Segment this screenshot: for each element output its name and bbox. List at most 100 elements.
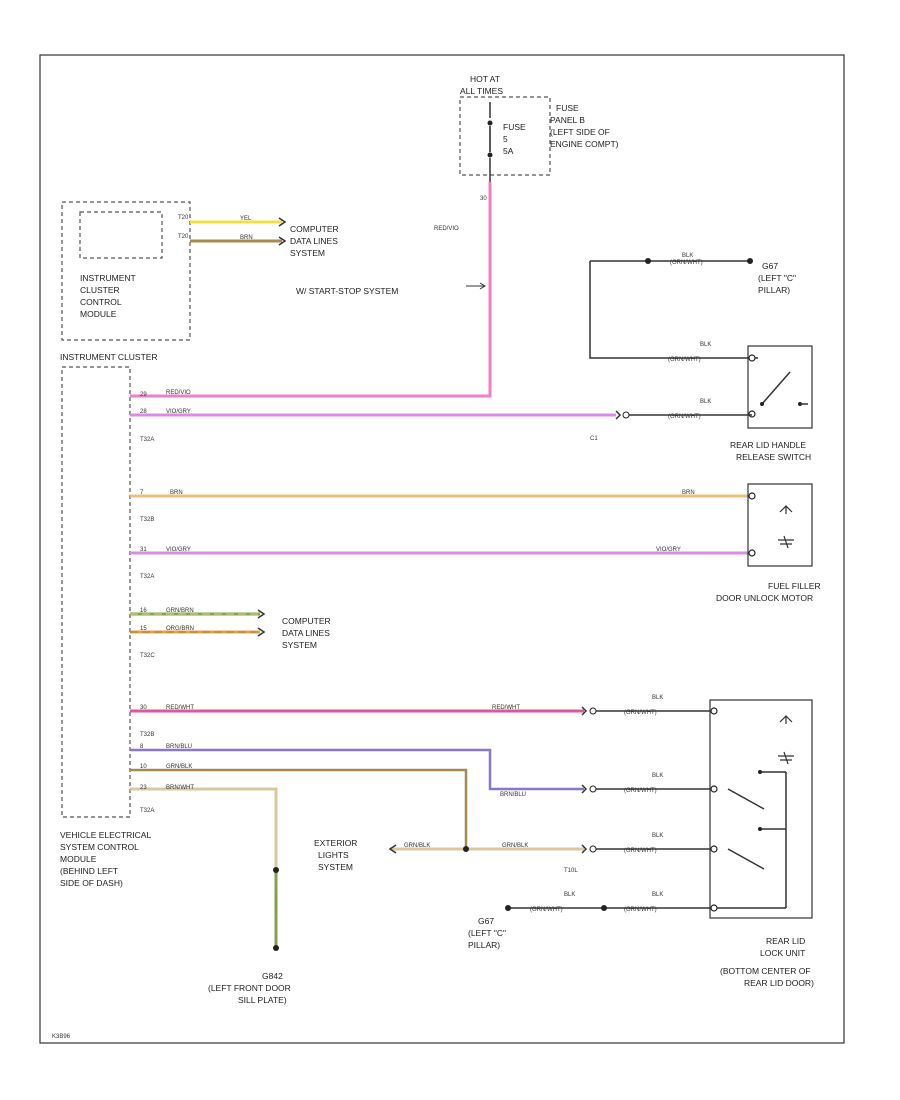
pin-p8: 8 bbox=[140, 744, 144, 750]
ground-g67-b-2: (LEFT "C" bbox=[468, 928, 506, 938]
wire-label-blk-3: BLK bbox=[700, 399, 711, 405]
wire-label-blk-2: BLK bbox=[700, 342, 711, 348]
wire-label-blk-7: BLK bbox=[564, 892, 575, 898]
pin-p7: 30 bbox=[140, 705, 147, 711]
wire-label-brn-blu-1: BRN/BLU bbox=[166, 744, 192, 750]
cluster-pin-2: T20 bbox=[178, 234, 189, 240]
ground-g67-a-2: (LEFT "C" bbox=[758, 273, 796, 283]
wire-label-cluster-brn: BRN bbox=[240, 235, 253, 241]
connector-t32a-1: T32A bbox=[140, 437, 154, 443]
pin-p2: 28 bbox=[140, 409, 147, 415]
cluster-control-module-1: INSTRUMENT bbox=[80, 273, 136, 283]
wire-label-grn-blk-2: GRN/BLK bbox=[404, 843, 430, 849]
fuse-terminal: 30 bbox=[480, 196, 487, 202]
wire-label-grn-blk-3: GRN/BLK bbox=[502, 843, 528, 849]
wire-label-blk-8: BLK bbox=[652, 892, 663, 898]
computer-data-lines-3: SYSTEM bbox=[290, 248, 325, 258]
wire-label-blk-code-4: (GRN/WHT) bbox=[624, 710, 657, 716]
computer-data-lines-1: COMPUTER bbox=[290, 224, 339, 234]
wire-label-brn-wht: BRN/WHT bbox=[166, 785, 194, 791]
fuse-name-3: 5A bbox=[503, 146, 514, 156]
wire-label-brn-2: BRN bbox=[682, 490, 695, 496]
pin-p9: 10 bbox=[140, 764, 147, 770]
wire-label-blk-code-6: (GRN/WHT) bbox=[624, 848, 657, 854]
pin-p1: 29 bbox=[140, 392, 147, 398]
wire-label-blk-code-1: (GRN/WHT) bbox=[670, 260, 703, 266]
fuse-name-1: FUSE bbox=[503, 122, 526, 132]
vescm-label-2: SYSTEM CONTROL bbox=[60, 842, 139, 852]
wire-brn-blu bbox=[130, 748, 584, 791]
vescm-label-1: VEHICLE ELECTRICAL bbox=[60, 830, 151, 840]
wire-label-grn-brn: GRN/BRN bbox=[166, 608, 194, 614]
fuse-panel-box bbox=[459, 96, 551, 176]
vescm-box bbox=[61, 366, 131, 818]
fuel-filler-label-2: DOOR UNLOCK MOTOR bbox=[716, 593, 813, 603]
ground-g42-1: G842 bbox=[262, 971, 283, 981]
wire-label-blk-code-7: (GRN/WHT) bbox=[530, 907, 563, 913]
computer-data-lines-b-3: SYSTEM bbox=[282, 640, 317, 650]
connector-t32a-3: T32A bbox=[140, 808, 154, 814]
wire-label-c1: C1 bbox=[590, 436, 598, 442]
wire-label-org-brn: ORG/BRN bbox=[166, 626, 194, 632]
ground-g42-3: SILL PLATE) bbox=[238, 995, 287, 1005]
vescm-label-3: MODULE bbox=[60, 854, 97, 864]
instrument-cluster-title: INSTRUMENT CLUSTER bbox=[60, 352, 158, 362]
exterior-lights-label-2: LIGHTS bbox=[318, 850, 349, 860]
ground-g67-b-3: PILLAR) bbox=[468, 940, 500, 950]
wire-grn-blk bbox=[130, 768, 468, 849]
wire-label-vio-gry-2: VIO/GRY bbox=[166, 547, 191, 553]
wire-label-blk-code-3: (GRN/WHT) bbox=[668, 414, 701, 420]
wire-label-brn-blu-2: BRN/BLU bbox=[500, 792, 526, 798]
fuse-location-4: ENGINE COMPT) bbox=[550, 139, 619, 149]
rear-handle-switch-box bbox=[747, 345, 813, 429]
fuel-filler-label-1: FUEL FILLER bbox=[768, 581, 821, 591]
instrument-cluster-module-box bbox=[61, 201, 191, 341]
fuse-location-2: PANEL B bbox=[550, 115, 585, 125]
cluster-control-module-4: MODULE bbox=[80, 309, 117, 319]
ground-g67-a-1: G67 bbox=[762, 261, 778, 271]
start-stop-note: W/ START-STOP SYSTEM bbox=[296, 286, 398, 296]
wire-brn-wht-ground bbox=[130, 787, 278, 870]
rear-lock-label-4: REAR LID DOOR) bbox=[744, 978, 814, 988]
wire-label-red-vio-fuse: RED/VIO bbox=[434, 226, 459, 232]
rear-lock-label-2: LOCK UNIT bbox=[760, 948, 805, 958]
hot-at-label-1: HOT AT bbox=[470, 74, 500, 84]
wire-label-blk-code-2: (GRN/WHT) bbox=[668, 357, 701, 363]
pin-p10: 23 bbox=[140, 785, 147, 791]
wire-label-t10: T10L bbox=[564, 868, 578, 874]
wire-label-grn-blk-1: GRN/BLK bbox=[166, 764, 192, 770]
cluster-control-module-2: CLUSTER bbox=[80, 285, 120, 295]
wire-label-blk-code-5: (GRN/WHT) bbox=[624, 788, 657, 794]
exterior-lights-label-3: SYSTEM bbox=[318, 862, 353, 872]
wire-label-blk-6: BLK bbox=[652, 833, 663, 839]
rear-handle-label-2: RELEASE SWITCH bbox=[736, 452, 811, 462]
computer-data-lines-2: DATA LINES bbox=[290, 236, 338, 246]
connector-t32b-1: T32B bbox=[140, 517, 154, 523]
ground-g67-b-1: G67 bbox=[478, 916, 494, 926]
connector-t32b-2: T32B bbox=[140, 732, 154, 738]
wire-label-blk-4: BLK bbox=[652, 695, 663, 701]
wire-label-vio-gry-3: VIO/GRY bbox=[656, 547, 681, 553]
motor-symbol bbox=[779, 505, 793, 514]
fuse-location-1: FUSE bbox=[556, 103, 579, 113]
rear-lock-unit-box bbox=[709, 699, 813, 919]
hot-at-label-2: ALL TIMES bbox=[460, 86, 503, 96]
fuse-location-3: (LEFT SIDE OF bbox=[550, 127, 610, 137]
cluster-inner-box bbox=[79, 211, 163, 259]
diagram-frame bbox=[39, 54, 845, 1044]
cluster-pin-1: T20 bbox=[178, 215, 189, 221]
pin-p5: 16 bbox=[140, 608, 147, 614]
computer-data-lines-b-2: DATA LINES bbox=[282, 628, 330, 638]
fuel-filler-motor-box bbox=[747, 483, 813, 567]
connector-t32a-2: T32A bbox=[140, 574, 154, 580]
wire-label-red-wht-2: RED/WHT bbox=[492, 705, 520, 711]
pin-p3: 7 bbox=[140, 490, 144, 496]
rear-lock-label-3: (BOTTOM CENTER OF bbox=[720, 966, 811, 976]
wire-label-blk-5: BLK bbox=[652, 773, 663, 779]
ground-g67-a-3: PILLAR) bbox=[758, 285, 790, 295]
wire-label-cluster-yel: YEL bbox=[240, 216, 252, 222]
wire-label-blk-1: BLK bbox=[682, 253, 693, 259]
ground-wire-g67-upper bbox=[589, 261, 758, 359]
rear-handle-label-1: REAR LID HANDLE bbox=[730, 440, 806, 450]
